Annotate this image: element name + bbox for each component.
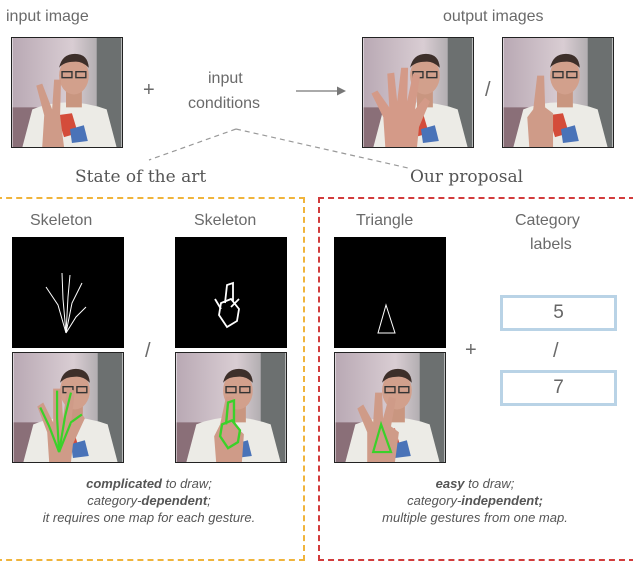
left-caption-line3: it requires one map for each gesture. <box>42 510 256 525</box>
category-labels-line2: labels <box>530 236 572 253</box>
triangle-label: Triangle <box>356 212 414 229</box>
input-image <box>11 37 123 148</box>
category-label-7: 7 <box>500 370 617 406</box>
left-slash: / <box>145 340 151 362</box>
left-caption-bold1: complicated <box>86 476 162 491</box>
right-caption-bold2: independent; <box>461 493 543 508</box>
connector-lines <box>148 86 409 169</box>
input-conditions-label-line1: input <box>208 70 243 87</box>
skeleton-result-1 <box>12 352 124 463</box>
left-caption-start2: category- <box>87 493 142 508</box>
right-caption-bold1: easy <box>435 476 465 491</box>
output-images-label: output images <box>443 8 544 25</box>
right-caption-line2: category-independent; <box>325 492 625 509</box>
left-caption-bold2: dependent <box>141 493 208 508</box>
left-caption-line1: complicated to draw; <box>4 475 294 492</box>
skeleton-label-1: Skeleton <box>30 212 93 229</box>
plus-sign: + <box>143 79 155 101</box>
output-image-2 <box>502 37 614 148</box>
right-caption-line3: multiple gestures from one map. <box>382 510 568 525</box>
left-caption-end2: ; <box>207 493 211 508</box>
skeleton-map-1 <box>12 237 124 348</box>
right-caption-line1: easy to draw; <box>325 475 625 492</box>
output-slash: / <box>485 79 491 101</box>
triangle-map <box>334 237 446 348</box>
right-caption-rest1: to draw; <box>464 476 515 491</box>
left-caption-rest1: to draw; <box>162 476 212 491</box>
triangle-result <box>334 352 446 463</box>
input-image-label: input image <box>6 8 89 25</box>
left-caption-line2: category-dependent; <box>4 492 294 509</box>
right-caption-start2: category- <box>407 493 462 508</box>
left-caption: complicated to draw; category-dependent;… <box>4 475 294 526</box>
skeleton-label-2: Skeleton <box>194 212 257 229</box>
skeleton-result-2 <box>175 352 287 463</box>
state-of-the-art-title: State of the art <box>75 167 207 187</box>
our-proposal-title: Our proposal <box>410 167 524 187</box>
category-label-5: 5 <box>500 295 617 331</box>
skeleton-map-2 <box>175 237 287 348</box>
input-conditions-label-line2: conditions <box>188 95 261 112</box>
category-slash: / <box>553 340 559 362</box>
right-caption: easy to draw; category-independent; mult… <box>325 475 625 526</box>
right-plus: + <box>465 339 477 361</box>
category-labels-line1: Category <box>515 212 580 229</box>
output-image-1 <box>362 37 474 148</box>
